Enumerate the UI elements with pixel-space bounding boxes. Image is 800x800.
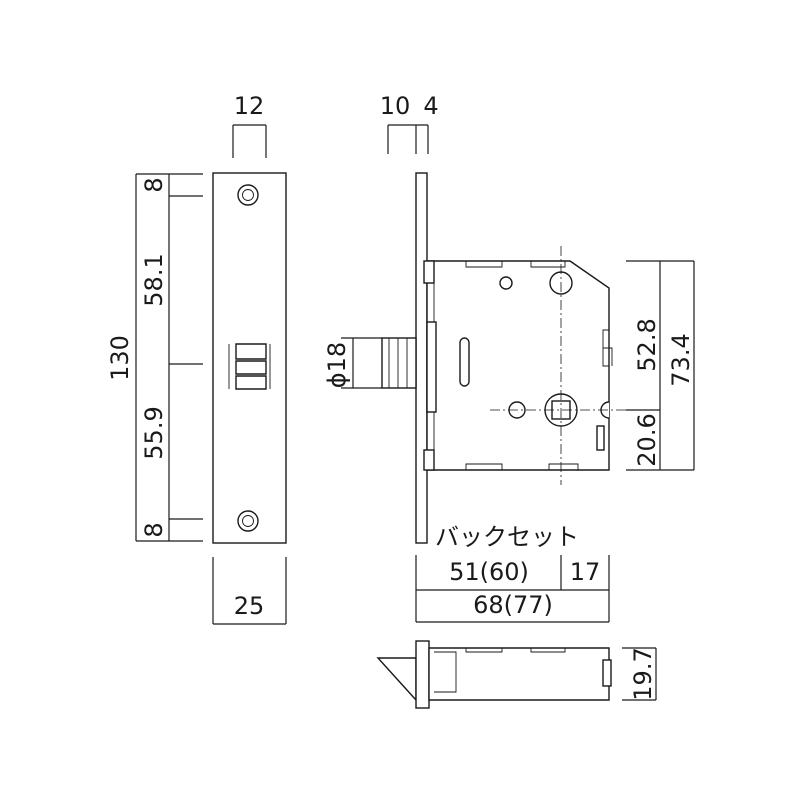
dim-width-a: 10 bbox=[380, 92, 411, 120]
latch-upper bbox=[235, 343, 267, 360]
dim-height-inner: 52.8 bbox=[633, 318, 661, 371]
dim-width-bottom: 25 bbox=[234, 592, 265, 620]
front-view: 12 25 130 8 58.1 55.9 8 bbox=[106, 92, 287, 625]
dim-knob-diameter: ϕ18 bbox=[323, 342, 351, 388]
dim-height-lower: 20.6 bbox=[633, 413, 661, 466]
dim-seg-bottom: 8 bbox=[140, 522, 168, 537]
dim-width-top: 12 bbox=[234, 92, 265, 120]
dim-thickness: 19.7 bbox=[629, 647, 657, 700]
dim-height-total: 130 bbox=[106, 335, 134, 381]
slot bbox=[459, 337, 470, 387]
latch-guide bbox=[426, 321, 437, 413]
latch-middle bbox=[235, 360, 267, 375]
dim-height-outer: 73.4 bbox=[667, 333, 695, 386]
dim-backset: 51(60) bbox=[449, 558, 529, 586]
faceplate-bottom bbox=[415, 640, 430, 709]
latch-cylinder bbox=[381, 337, 417, 389]
bottom-view: 19.7 bbox=[376, 640, 657, 709]
hole-small-top bbox=[499, 276, 513, 290]
side-view: ϕ18 10 4 52.8 73.4 20.6 バックセット 51(60) 17… bbox=[323, 92, 695, 623]
screw-hole-top bbox=[237, 184, 259, 206]
lock-case bbox=[426, 260, 610, 471]
faceplate-edge bbox=[415, 172, 428, 544]
latch-lower bbox=[235, 375, 267, 390]
dim-seg-top: 8 bbox=[140, 177, 168, 192]
dim-backset-extra: 17 bbox=[570, 558, 601, 586]
dim-width-b: 4 bbox=[423, 92, 438, 120]
dim-seg-upper: 58.1 bbox=[140, 253, 168, 306]
latch-bevel bbox=[376, 657, 417, 702]
case-bottom bbox=[428, 647, 610, 701]
dim-total-depth: 68(77) bbox=[473, 591, 553, 619]
screw-hole-bottom bbox=[237, 510, 259, 532]
dim-seg-lower: 55.9 bbox=[140, 406, 168, 459]
label-backset: バックセット bbox=[435, 523, 579, 551]
